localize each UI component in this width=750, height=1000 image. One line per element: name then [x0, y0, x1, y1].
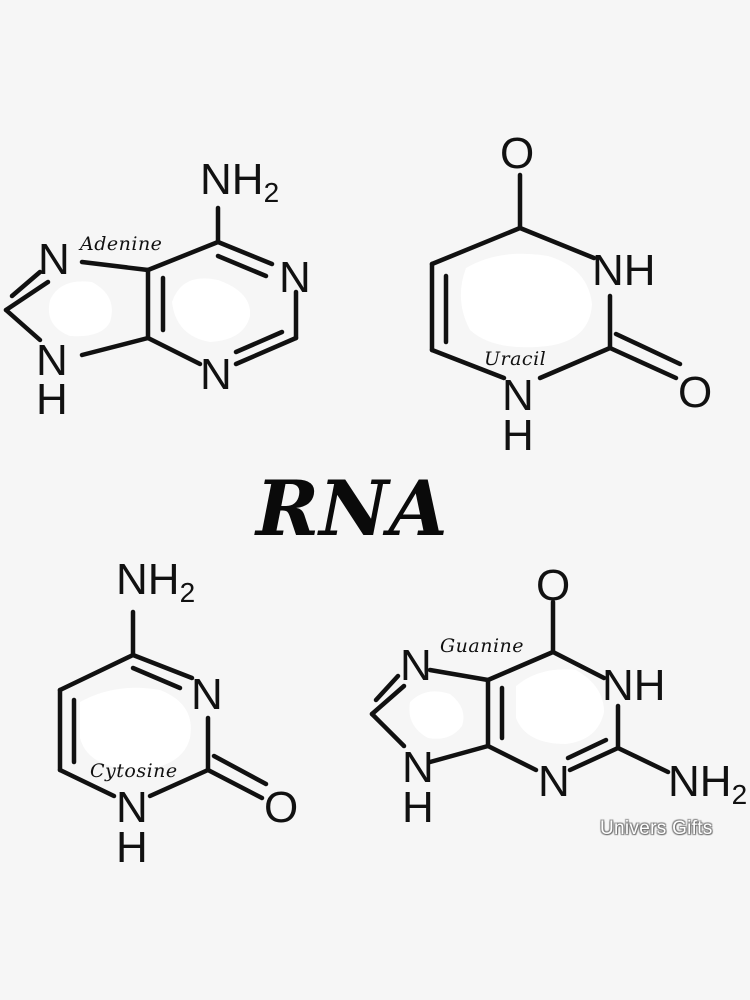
cytosine-bond — [57, 767, 117, 799]
guanine-carbonyl-oxygen: O — [536, 561, 570, 610]
adenine-structure: NH2 N N N N H Adenine — [3, 155, 311, 424]
cytosine-carbonyl-oxygen: O — [264, 783, 298, 832]
adenine-bond — [215, 239, 275, 267]
cytosine-bond — [205, 767, 265, 801]
guanine-bond — [427, 667, 491, 683]
guanine-bond — [369, 711, 407, 749]
cytosine-nh-hydrogen: H — [116, 823, 148, 872]
cytosine-amino-group: NH2 — [116, 555, 195, 608]
cytosine-structure: NH2 N O N H Cytosine — [57, 555, 298, 872]
adenine-highlight-left — [48, 281, 112, 337]
adenine-nh-hydrogen: H — [36, 375, 68, 424]
uracil-bond — [429, 347, 507, 381]
uracil-bond — [517, 225, 597, 261]
adenine-bond — [3, 279, 51, 313]
cytosine-bond — [147, 767, 211, 799]
guanine-bond — [427, 743, 491, 765]
guanine-bond — [485, 743, 539, 773]
uracil-nh-right: NH — [592, 246, 656, 295]
guanine-structure: O N NH N H N NH2 Guanine — [369, 561, 747, 832]
guanine-nh-nitrogen: N — [402, 743, 434, 792]
guanine-ring-nitrogen-bottom: N — [538, 757, 570, 806]
uracil-bond — [537, 345, 613, 381]
adenine-ring-nitrogen-right: N — [279, 253, 311, 302]
adenine-bond — [9, 269, 43, 299]
guanine-bond — [485, 649, 556, 683]
guanine-amino-group: NH2 — [668, 757, 747, 810]
cytosine-label: Cytosine — [90, 760, 178, 782]
guanine-bond — [369, 683, 407, 717]
uracil-carbonyl-oxygen-top: O — [500, 129, 534, 178]
uracil-carbonyl-oxygen-right: O — [678, 368, 712, 417]
adenine-imidazole-nitrogen: N — [38, 235, 70, 284]
adenine-amino-group: NH2 — [200, 155, 279, 208]
guanine-highlight-right — [516, 669, 604, 744]
uracil-nh-hydrogen: H — [502, 411, 534, 460]
uracil-bond — [607, 345, 679, 381]
guanine-imidazole-nitrogen: N — [400, 641, 432, 690]
adenine-ring-nitrogen-bottom: N — [200, 350, 232, 399]
uracil-structure: O NH O N H Uracil — [429, 129, 712, 460]
guanine-highlight-left — [409, 691, 464, 739]
adenine-label: Adenine — [78, 233, 162, 255]
adenine-bond — [215, 253, 269, 279]
uracil-bond — [613, 331, 683, 367]
adenine-bond — [3, 307, 43, 343]
cytosine-bond — [130, 652, 195, 681]
adenine-nh-nitrogen: N — [36, 336, 68, 385]
guanine-nh-hydrogen: H — [402, 783, 434, 832]
cytosine-bond — [130, 665, 183, 691]
guanine-nh-right: NH — [602, 661, 666, 710]
cytosine-highlight — [80, 687, 191, 770]
adenine-bond — [145, 335, 203, 367]
uracil-nh-nitrogen: N — [502, 371, 534, 420]
cytosine-bond — [211, 753, 269, 787]
adenine-bond — [145, 239, 221, 273]
guanine-bond — [550, 649, 607, 681]
guanine-bond — [567, 745, 621, 773]
guanine-bond — [373, 673, 401, 703]
adenine-bond — [79, 335, 151, 358]
uracil-label: Uracil — [484, 348, 546, 370]
adenine-bond — [79, 259, 151, 273]
adenine-highlight-right — [172, 278, 251, 342]
uracil-bond — [429, 225, 523, 267]
cytosine-bond — [57, 652, 136, 693]
uracil-highlight — [460, 253, 592, 348]
cytosine-nh-nitrogen: N — [116, 783, 148, 832]
cytosine-ring-nitrogen-right: N — [191, 670, 223, 719]
page-title: RNA — [254, 464, 448, 553]
watermark-text: Univers Gifts — [600, 818, 713, 839]
adenine-bond — [233, 335, 299, 367]
guanine-bond — [565, 737, 609, 761]
guanine-label: Guanine — [440, 635, 524, 657]
adenine-bond — [233, 329, 285, 355]
guanine-bond — [615, 745, 671, 775]
